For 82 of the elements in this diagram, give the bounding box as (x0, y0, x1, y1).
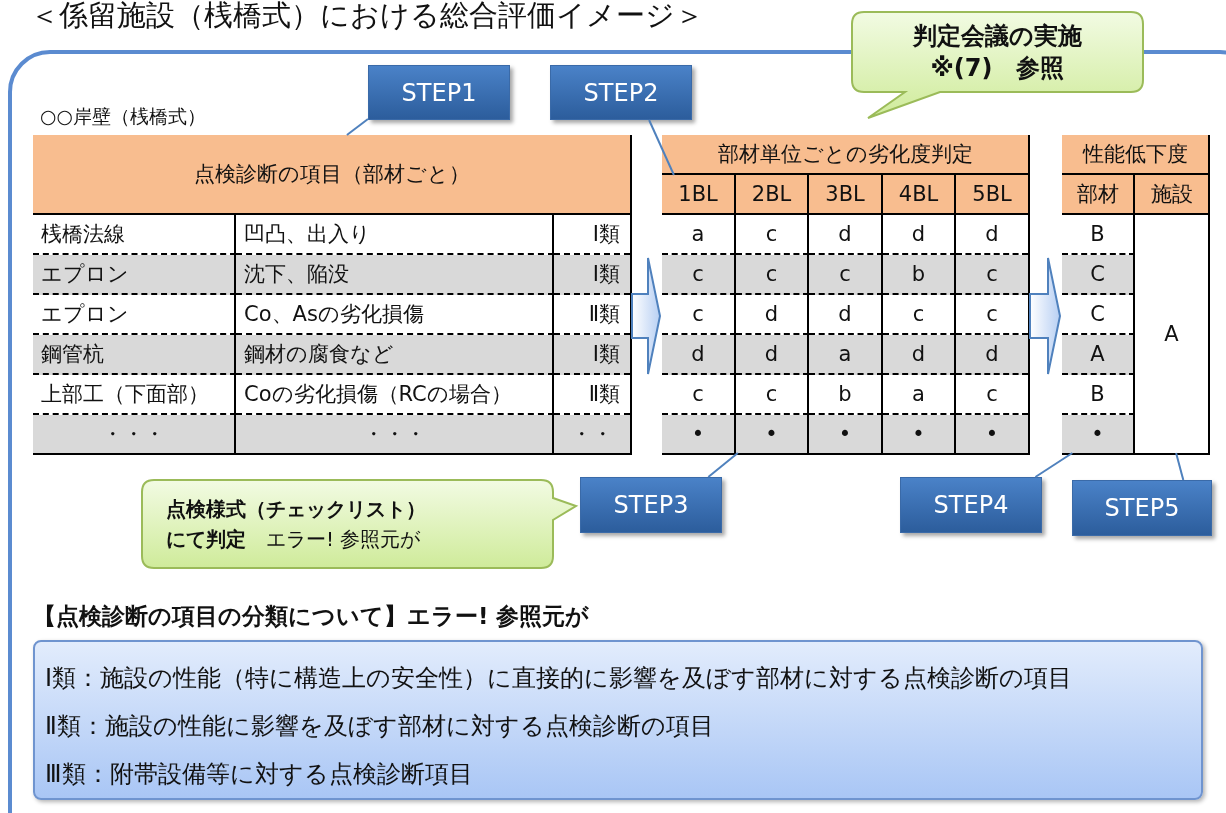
table-cell: c (736, 215, 809, 255)
table-cell: Co、Asの劣化損傷 (236, 295, 554, 335)
table-cell: d (956, 335, 1028, 375)
table-cell: d (662, 335, 736, 375)
table (33, 135, 632, 455)
table-cell: ・・・ (33, 415, 236, 453)
table-cell: c (736, 255, 809, 295)
leader-line (1175, 452, 1185, 481)
table-cell: c (662, 375, 736, 415)
table-cell: C (1062, 255, 1135, 295)
speech-bubble: 判定会議の実施 ※(7) 参照 (850, 10, 1145, 120)
block-arrow (631, 257, 662, 375)
table-header: 4BL (883, 175, 956, 215)
table-cell: 鋼管杭 (33, 335, 236, 375)
table-cell: c (662, 295, 736, 335)
table-cell: • (662, 415, 736, 453)
table-cell: エプロン (33, 255, 236, 295)
table-cell: • (1062, 415, 1135, 453)
note-box (33, 640, 1203, 800)
leader-line (1034, 452, 1074, 478)
table-cell: a (883, 375, 956, 415)
table-header: 性能低下度 (1062, 135, 1208, 175)
table (1062, 135, 1210, 455)
table-cell: d (809, 215, 883, 255)
note-line: Ⅱ類：施設の性能に影響を及ぼす部材に対する点検診断の項目 (45, 711, 714, 742)
step-box: STEP4 (900, 477, 1042, 533)
table-cell: ・・ (554, 415, 630, 453)
table-cell: • (883, 415, 956, 453)
table-cell: A (1062, 335, 1135, 375)
table-cell: Ⅰ類 (554, 255, 630, 295)
table-cell: • (956, 415, 1028, 453)
table-cell: 沈下、陥没 (236, 255, 554, 295)
table-cell: 鋼材の腐食など (236, 335, 554, 375)
table-cell: d (883, 215, 956, 255)
table-cell: B (1062, 215, 1135, 255)
table-cell: 桟橋法線 (33, 215, 236, 255)
table-header: 1BL (662, 175, 736, 215)
table-cell: d (736, 335, 809, 375)
table-cell: B (1062, 375, 1135, 415)
table-cell: • (736, 415, 809, 453)
step-box: STEP2 (550, 65, 692, 120)
table-cell: • (809, 415, 883, 453)
table-cell: Coの劣化損傷（RCの場合） (236, 375, 554, 415)
step-box: STEP1 (368, 65, 510, 120)
table-cell: ・・・ (236, 415, 554, 453)
table-cell: エプロン (33, 295, 236, 335)
table-header: 2BL (736, 175, 809, 215)
table-cell: d (883, 335, 956, 375)
block-arrow (1029, 257, 1062, 375)
note-line: Ⅰ類：施設の性能（特に構造上の安全性）に直接的に影響を及ぼす部材に対する点検診断の項目 (45, 663, 1073, 694)
table-cell: 凹凸、出入り (236, 215, 554, 255)
note-line: Ⅲ類：附帯設備等に対する点検診断項目 (45, 759, 473, 790)
table-cell: C (1062, 295, 1135, 335)
speech-bubble: 点検様式（チェックリスト）にて判定 エラー! 参照元が (140, 478, 578, 572)
table-cell: b (883, 255, 956, 295)
table-header: 点検診断の項目（部材ごと） (33, 135, 630, 215)
table-cell: d (809, 295, 883, 335)
leader-line (707, 452, 739, 478)
table-cell: c (809, 255, 883, 295)
table-cell: Ⅰ類 (554, 335, 630, 375)
table-header: 部材 (1062, 175, 1135, 215)
table-cell: a (662, 215, 736, 255)
step-box: STEP3 (580, 477, 722, 533)
table-cell: c (662, 255, 736, 295)
table-cell: a (809, 335, 883, 375)
table (662, 135, 1030, 455)
caption-text: ○○岸壁（桟橋式） (40, 104, 207, 129)
table-cell: b (809, 375, 883, 415)
leader-line (345, 118, 369, 136)
table-cell: c (736, 375, 809, 415)
leader-line (648, 119, 675, 176)
table-cell: c (883, 295, 956, 335)
table-header: 5BL (956, 175, 1028, 215)
step-box: STEP5 (1072, 480, 1212, 536)
table-cell: d (736, 295, 809, 335)
table-cell: 上部工（下面部） (33, 375, 236, 415)
table-header: 3BL (809, 175, 883, 215)
table-cell: c (956, 255, 1028, 295)
table-header: 施設 (1135, 175, 1208, 215)
title: ＜係留施設（桟橋式）における総合評価イメージ＞ (30, 0, 704, 34)
section-heading: 【点検診断の項目の分類について】エラー! 参照元が (33, 602, 590, 631)
table-header: 部材単位ごとの劣化度判定 (662, 135, 1028, 175)
